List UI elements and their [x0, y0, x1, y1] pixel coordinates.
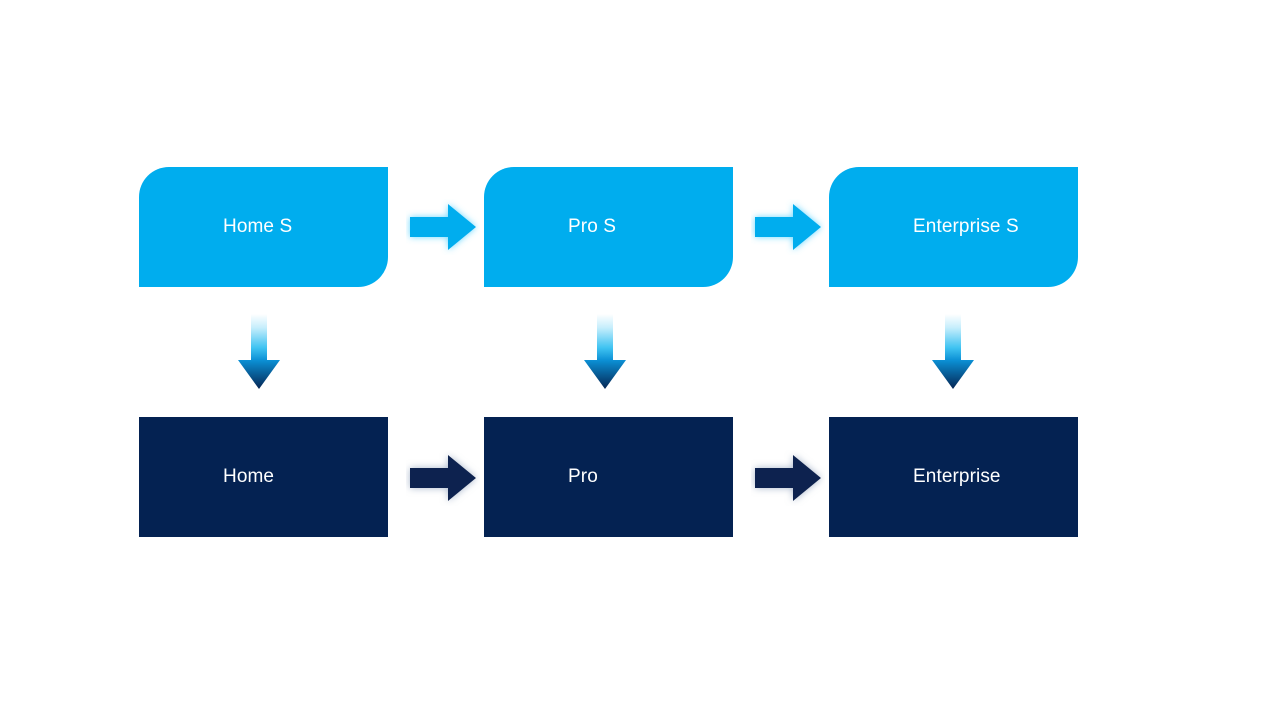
node-enterprise-label: Enterprise [913, 465, 1001, 487]
node-pro-s[interactable]: Pro S [484, 167, 733, 287]
node-home-s-label: Home S [223, 215, 293, 237]
arrow-down-icon-pro-s-to-pro [581, 312, 629, 392]
node-pro-label: Pro [568, 465, 598, 487]
arrow-down-icon-enterprise-s-to-enterprise [929, 312, 977, 392]
arrow-right-icon-home-s-to-pro-s [406, 199, 480, 255]
node-pro[interactable]: Pro [484, 417, 733, 537]
node-home-s[interactable]: Home S [139, 167, 388, 287]
node-enterprise-s[interactable]: Enterprise S [829, 167, 1078, 287]
node-enterprise[interactable]: Enterprise [829, 417, 1078, 537]
node-pro-s-label: Pro S [568, 215, 617, 237]
arrow-right-icon-pro-s-to-enterprise-s [751, 199, 825, 255]
node-home-label: Home [223, 465, 275, 487]
node-home[interactable]: Home [139, 417, 388, 537]
node-enterprise-s-label: Enterprise S [913, 215, 1019, 237]
arrow-right-icon-pro-to-enterprise [751, 450, 825, 506]
arrow-down-icon-home-s-to-home [235, 312, 283, 392]
arrow-right-icon-home-to-pro [406, 450, 480, 506]
